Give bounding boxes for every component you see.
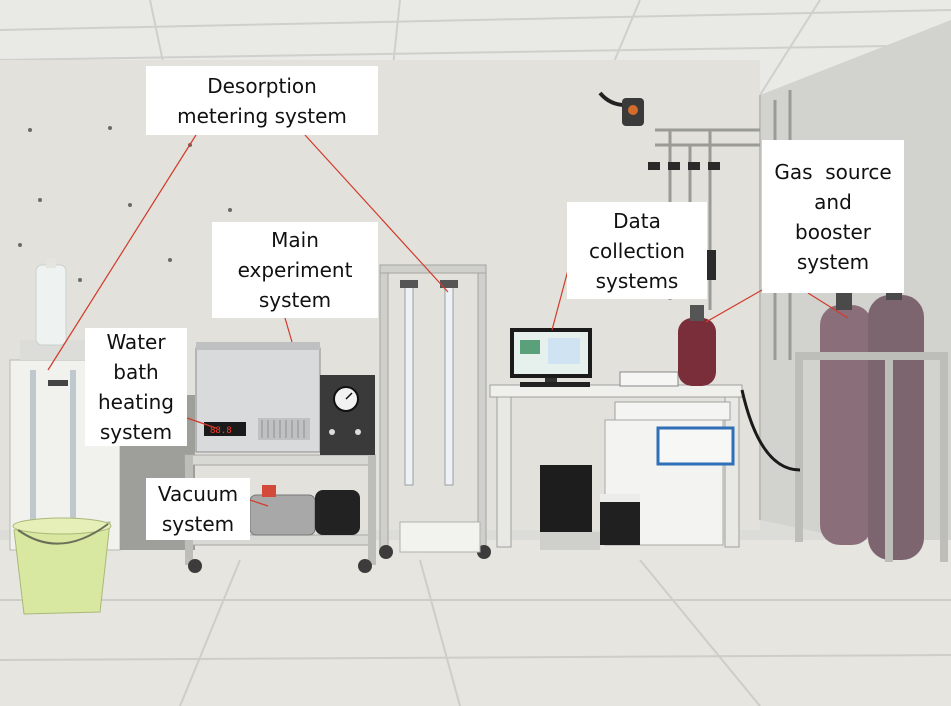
bath-display-readout: 88.8 bbox=[210, 426, 232, 436]
main-experiment-line-2: experiment bbox=[237, 258, 353, 282]
main-experiment-label: Main experiment system bbox=[212, 222, 378, 318]
desorption-line-2: metering system bbox=[177, 103, 347, 128]
data-collection-line-3: systems bbox=[595, 268, 679, 293]
vacuum-line-2: system bbox=[161, 512, 235, 536]
gas-source-line-1: Gas source bbox=[774, 159, 892, 184]
leader-vacuum bbox=[249, 499, 269, 507]
experiment-cart: 88.8 bbox=[184, 342, 376, 573]
leader-desorption-left bbox=[47, 134, 197, 371]
floor-tiles bbox=[0, 559, 951, 706]
vacuum-system-label: Vacuum system bbox=[146, 478, 250, 540]
gas-source-line-4: system bbox=[796, 249, 870, 274]
data-collection-label: Data collection systems bbox=[567, 202, 707, 299]
leader-data-collection bbox=[551, 269, 569, 331]
leader-water-bath bbox=[186, 417, 217, 429]
data-collection-line-2: collection bbox=[589, 238, 685, 263]
leader-lines bbox=[47, 134, 849, 507]
leader-gas-source-left bbox=[705, 289, 763, 323]
ceiling-grid bbox=[0, 0, 951, 96]
leader-gas-source-right bbox=[807, 292, 849, 319]
vacuum-line-1: Vacuum bbox=[157, 482, 239, 506]
leader-main-experiment bbox=[284, 317, 293, 343]
water-bath-line-3: heating bbox=[97, 390, 174, 414]
gas-source-line-2: and bbox=[814, 189, 852, 214]
water-bath-line-1: Water bbox=[106, 330, 166, 354]
desorption-line-1: Desorption bbox=[207, 73, 317, 98]
main-experiment-line-3: system bbox=[258, 288, 332, 312]
gas-source-label: Gas source and booster system bbox=[762, 140, 904, 293]
gas-source-line-3: booster bbox=[795, 219, 871, 244]
wall-valves bbox=[648, 162, 720, 280]
main-experiment-line-1: Main bbox=[271, 228, 319, 252]
bucket bbox=[12, 517, 112, 615]
computer-desk bbox=[489, 328, 743, 550]
water-bath-line-2: bath bbox=[113, 360, 159, 384]
small-gas-cylinder bbox=[678, 305, 716, 386]
leader-desorption-right bbox=[304, 134, 449, 293]
data-collection-line-1: Data bbox=[613, 208, 661, 233]
gas-sensor bbox=[598, 91, 644, 126]
desorption-metering-label: Desorption metering system bbox=[146, 66, 378, 135]
water-bath-line-4: system bbox=[99, 420, 173, 444]
floor bbox=[0, 540, 951, 706]
glass-column-rack bbox=[379, 264, 491, 559]
water-bath-label: Water bath heating system bbox=[85, 328, 187, 446]
